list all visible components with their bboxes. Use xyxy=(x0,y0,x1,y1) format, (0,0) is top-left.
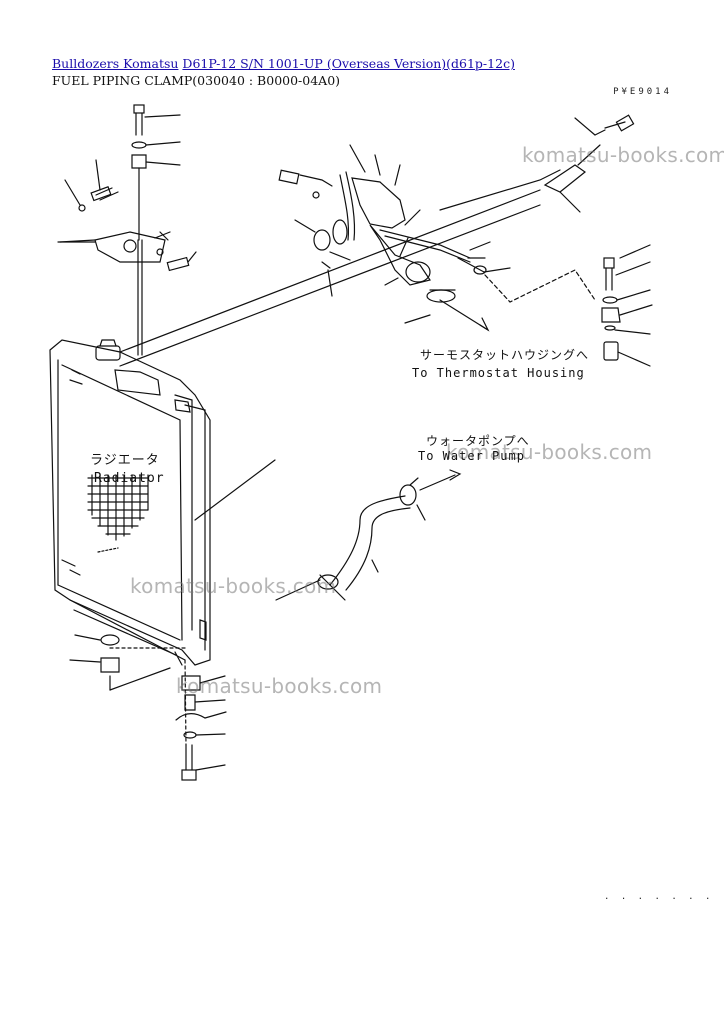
watermark: komatsu-books.com xyxy=(446,440,653,464)
breadcrumb-link-model[interactable]: D61P-12 S/N 1001-UP (Overseas Version)(d… xyxy=(182,56,515,71)
thermostat-label-jp: サーモスタットハウジングへ xyxy=(420,348,590,362)
diagram-number: P¥E9014 xyxy=(613,87,672,97)
water-pump-label-jp: ウォータポンプへ xyxy=(426,434,530,448)
watermark: komatsu-books.com xyxy=(130,574,337,598)
watermark: komatsu-books.com xyxy=(522,143,724,167)
radiator-label-en: Radiator xyxy=(94,471,165,486)
thermostat-label-en: To Thermostat Housing xyxy=(412,366,585,380)
water-pump-label-en: To Water Pump xyxy=(418,449,525,463)
page-title: FUEL PIPING CLAMP(030040 : B0000-04A0) xyxy=(52,73,341,88)
watermark: komatsu-books.com xyxy=(176,674,383,698)
radiator-drawing xyxy=(49,339,211,666)
footer-code: . . . . . . . xyxy=(604,892,714,902)
breadcrumb-link-bulldozers[interactable]: Bulldozers Komatsu xyxy=(52,56,179,71)
radiator-label-jp: ラジエータ xyxy=(90,453,160,468)
breadcrumb: Bulldozers Komatsu D61P-12 S/N 1001-UP (… xyxy=(52,56,515,71)
